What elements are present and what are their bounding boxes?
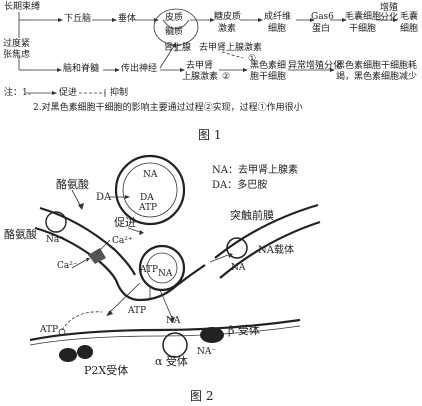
legend-inhibit: 抑制: [110, 88, 129, 98]
na-release-label: NA: [158, 269, 173, 279]
figure1-lines: [18, 8, 398, 97]
fibroblast-top: 成纤维: [264, 12, 292, 22]
na-alpha-label: NA: [166, 316, 181, 326]
stimulus-label: 长期束缚: [4, 2, 41, 12]
efferent-label: 传出神经: [121, 64, 158, 74]
na-carrier-label: NA载体: [258, 245, 294, 256]
na-plus-label: Na⁺: [46, 235, 64, 245]
anxiety-label-top: 过度紧: [3, 39, 31, 49]
na-minus-label: NA⁻: [197, 347, 217, 357]
p2x-receptor-label: P2X受体: [84, 364, 129, 377]
abnormal-label: 异常增殖分化: [288, 61, 343, 71]
na-right-label: NA: [231, 263, 246, 273]
diff-bottom: 分化: [380, 13, 399, 23]
tyrosine-top-label: 酪氨酸: [56, 178, 89, 191]
hair-bottom: 细胞: [400, 24, 419, 34]
alpha-receptor-label: α 受体: [155, 355, 188, 368]
process-1-marker: ①: [248, 54, 257, 64]
gas6-bottom: 蛋白: [312, 24, 331, 34]
diff-top: 增殖: [380, 3, 399, 13]
hypothalamus-label: 下丘脑: [64, 14, 92, 24]
promote-label: 促进: [114, 216, 136, 229]
legend-na: NA：去甲肾上腺素: [212, 165, 298, 176]
note1-prefix: 注：1.: [4, 88, 31, 98]
hair-top: 毛囊: [400, 12, 419, 22]
note2: 2.对黑色素细胞干细胞的影响主要通过过程②实现，过程①作用很小: [33, 103, 303, 113]
norepi-bottom-bottom: 上腺激素: [182, 72, 219, 82]
brain-spine-label: 脑和脊髓: [63, 64, 100, 74]
glucocorticoid-top: 糖皮质: [214, 12, 242, 22]
adrenal-gland-label: 肾上腺: [164, 43, 192, 53]
vesicle-da-label: DA: [140, 193, 154, 203]
melanocyte-stem-top: 黑色素细: [250, 61, 287, 71]
fibroblast-bottom: 细胞: [268, 24, 287, 34]
tyrosine-left-label: 酪氨酸: [4, 228, 37, 241]
norepinephrine-label: 去甲肾上腺激素: [199, 43, 263, 53]
pituitary-label: 垂体: [118, 14, 137, 24]
anxiety-label-bottom: 张焦虑: [3, 50, 31, 60]
vesicle-na-label: NA: [143, 170, 158, 180]
legend-da: DA：多巴胺: [212, 180, 268, 191]
hfsc-top: 毛囊细胞: [345, 12, 382, 22]
figure1-caption: 图 1: [198, 128, 222, 142]
depleted-top: 黑色素细胞干细胞耗: [336, 61, 418, 71]
depleted-bottom: 竭，黑色素细胞减少: [336, 72, 418, 82]
figure2-caption: 图 2: [190, 389, 214, 403]
cortex-label: 皮质: [165, 13, 184, 23]
norepi-bottom-top: 去甲肾: [186, 61, 214, 71]
atp-free-label: ATP: [128, 306, 147, 316]
process-2-marker: ②: [222, 72, 231, 82]
medulla-label: 髓质: [165, 27, 184, 37]
da-outside-label: DA: [96, 192, 112, 203]
beta-receptor-label: β 受体: [228, 324, 260, 337]
figure2-drawing: [29, 154, 321, 362]
atp-release-label: ATP: [140, 265, 159, 275]
melanocyte-stem-bottom: 胞干细胞: [250, 72, 287, 82]
ca-left-label: Ca²⁻: [57, 261, 78, 271]
gas6-top: Gas6: [311, 12, 334, 22]
atp-receptor-label: ATP: [40, 325, 59, 335]
legend-promote: 促进: [59, 88, 78, 98]
presynaptic-label: 突触前膜: [230, 209, 274, 222]
glucocorticoid-bottom: 激素: [218, 24, 237, 34]
vesicle-atp-label: ATP: [139, 203, 158, 213]
ca-right-label: Ca²⁺: [112, 236, 133, 246]
hfsc-bottom: 干细胞: [349, 24, 377, 34]
